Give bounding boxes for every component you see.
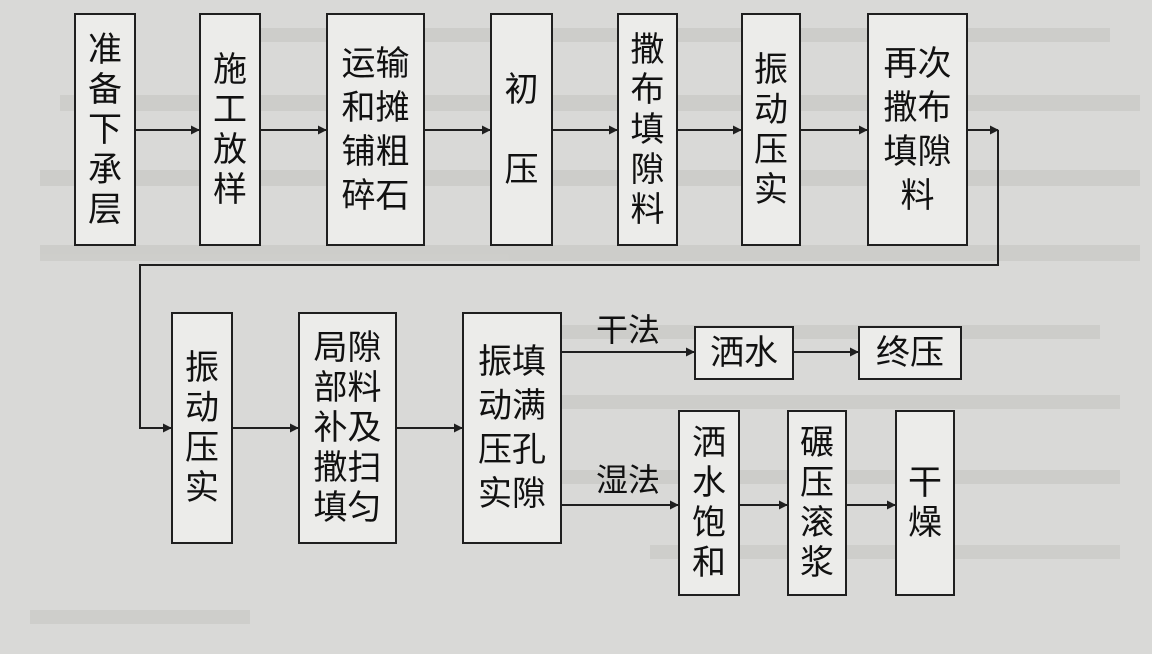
step-initial-rolling: 初 压 bbox=[490, 13, 553, 246]
step-survey-layout-label: 施 工 放 样 bbox=[213, 49, 247, 210]
step-prepare-base: 准 备 下 承 层 bbox=[74, 13, 136, 246]
step-water-saturation-label: 洒 水 饱 和 bbox=[692, 423, 726, 583]
step-prepare-base-label: 准 备 下 承 层 bbox=[88, 29, 122, 230]
step-roll-slurry: 碾 压 滚 浆 bbox=[787, 410, 847, 596]
step-dry-out-label: 干 燥 bbox=[908, 463, 942, 543]
step-transport-spread-coarse: 运输 和摊 铺粗 碎石 bbox=[326, 13, 425, 246]
step-final-rolling-label: 终压 bbox=[876, 333, 944, 373]
step-vibration-compaction-2: 振 动 压 实 bbox=[171, 312, 233, 544]
step-respread-filler-label: 再次 撒布 填隙 料 bbox=[883, 43, 952, 216]
step-vibration-compaction-2-label: 振 动 压 实 bbox=[185, 348, 219, 508]
step-initial-rolling-label: 初 压 bbox=[504, 69, 539, 190]
wet-method-label: 湿法 bbox=[596, 461, 661, 499]
step-roll-slurry-label: 碾 压 滚 浆 bbox=[800, 423, 834, 583]
step-survey-layout: 施 工 放 样 bbox=[199, 13, 261, 246]
step-local-patch-sweep: 局隙 部料 补及 撒扫 填匀 bbox=[298, 312, 397, 544]
step-respread-filler: 再次 撒布 填隙 料 bbox=[867, 13, 968, 246]
step-local-patch-sweep-label: 局隙 部料 补及 撒扫 填匀 bbox=[313, 328, 382, 528]
step-vibration-compaction-1: 振 动 压 实 bbox=[741, 13, 801, 246]
step-sprinkle-water-label: 洒水 bbox=[710, 333, 778, 373]
step-vibration-compaction-1-label: 振 动 压 实 bbox=[754, 49, 788, 210]
step-spread-filler: 撒 布 填 隙 料 bbox=[617, 13, 678, 246]
step-dry-out: 干 燥 bbox=[895, 410, 955, 596]
step-water-saturation: 洒 水 饱 和 bbox=[678, 410, 740, 596]
step-vibrate-fill-voids-label: 振填 动满 压孔 实隙 bbox=[478, 342, 546, 514]
dry-method-label: 干法 bbox=[596, 311, 661, 349]
step-sprinkle-water: 洒水 bbox=[694, 326, 794, 380]
step-final-rolling: 终压 bbox=[858, 326, 962, 380]
step-spread-filler-label: 撒 布 填 隙 料 bbox=[630, 29, 665, 230]
step-vibrate-fill-voids: 振填 动满 压孔 实隙 bbox=[462, 312, 562, 544]
step-transport-spread-coarse-label: 运输 和摊 铺粗 碎石 bbox=[341, 43, 410, 216]
